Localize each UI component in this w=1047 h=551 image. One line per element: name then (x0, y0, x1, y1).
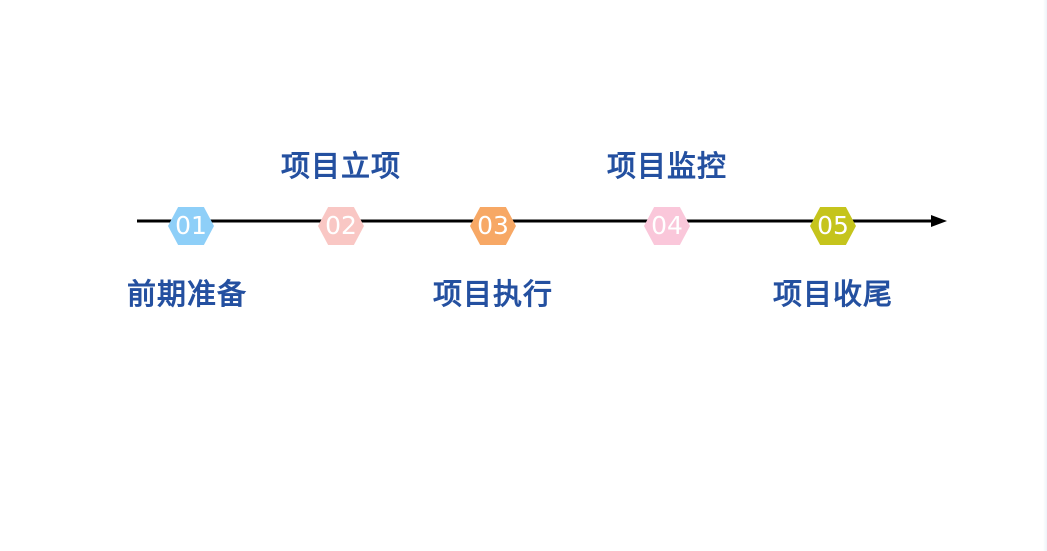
step-4-number: 04 (651, 211, 683, 240)
step-4-label: 项目监控 (606, 149, 727, 183)
step-3-hexagon (470, 207, 516, 245)
step-5-hexagon (810, 207, 856, 245)
step-1-hexagon (168, 207, 214, 245)
step-5-label: 项目收尾 (772, 277, 893, 311)
step-2-label: 项目立项 (280, 149, 401, 183)
step-3-label: 项目执行 (432, 277, 553, 311)
step-1-label: 前期准备 (126, 277, 247, 311)
step-1-number: 01 (175, 211, 207, 240)
step-4-hexagon (644, 207, 690, 245)
timeline-arrowhead (931, 215, 947, 227)
step-5-number: 05 (817, 211, 849, 240)
step-3-number: 03 (477, 211, 509, 240)
right-edge-shadow (1043, 0, 1047, 551)
step-2-hexagon (318, 207, 364, 245)
step-2-number: 02 (325, 211, 357, 240)
